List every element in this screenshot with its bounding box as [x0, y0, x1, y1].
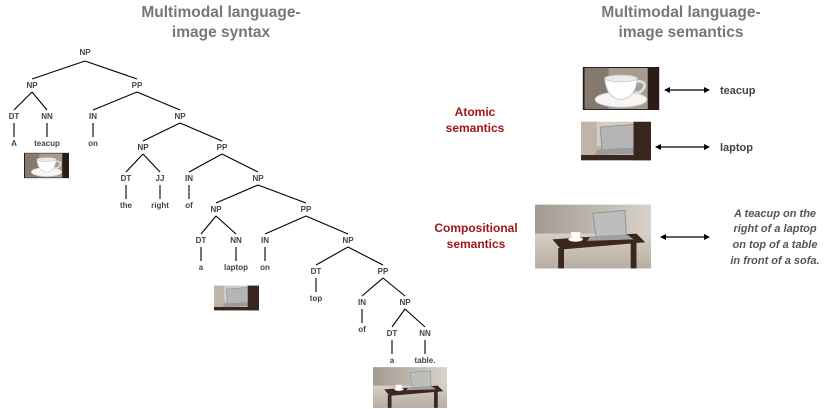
tree-word: right	[151, 201, 169, 210]
tree-node: PP	[378, 267, 389, 276]
tree-node: DT	[387, 329, 398, 338]
tree-word: teacup	[34, 139, 60, 148]
compositional-semantics-label-line-2: semantics	[447, 237, 506, 251]
tree-node: PP	[217, 143, 228, 152]
sentence-words: A teacup on the right of a laptop on top…	[11, 139, 435, 365]
right-title-line-1: Multimodal language-	[601, 4, 760, 21]
double-arrow-icon	[655, 144, 710, 150]
double-arrow-icon	[660, 234, 710, 240]
tree-node: NP	[174, 112, 186, 121]
atomic-item-laptop: laptop	[720, 142, 753, 154]
tree-word: top	[310, 294, 323, 303]
tree-word: a	[199, 263, 204, 272]
left-title-line-2: image syntax	[172, 24, 271, 41]
tree-node: DT	[196, 236, 207, 245]
tree-node: NP	[79, 48, 91, 57]
compositional-description-line-4: in front of a sofa.	[730, 255, 819, 267]
left-title-line-1: Multimodal language-	[141, 4, 300, 21]
scene-photo	[535, 203, 651, 270]
right-title-line-2: image semantics	[619, 24, 744, 41]
tree-node: NP	[26, 81, 38, 90]
atomic-item-teacup: teacup	[720, 85, 756, 97]
tree-node: IN	[185, 174, 193, 183]
parse-tree-edges	[13, 60, 426, 354]
compositional-description-line-1: A teacup on the	[733, 208, 816, 220]
tree-node: DT	[9, 112, 20, 121]
double-arrow-icon	[664, 87, 710, 93]
tree-node: DT	[121, 174, 132, 183]
atomic-semantics-label-line-2: semantics	[446, 121, 505, 135]
compositional-description-line-3: on top of a table	[733, 239, 818, 251]
tree-node: NP	[342, 236, 354, 245]
tree-node: PP	[301, 205, 312, 214]
parse-tree-nodes: NP NP PP DT NN IN NP NP PP DT JJ IN NP N…	[9, 48, 431, 338]
compositional-semantics-label-line-1: Compositional	[434, 221, 517, 235]
scene-thumbnail	[373, 367, 447, 408]
teacup-photo	[581, 67, 661, 110]
tree-word: laptop	[224, 263, 248, 272]
tree-node: NN	[41, 112, 53, 121]
tree-node: NN	[230, 236, 242, 245]
tree-node: JJ	[156, 174, 165, 183]
tree-word: a	[390, 356, 395, 365]
teacup-thumbnail	[24, 151, 69, 180]
atomic-semantics-label-line-1: Atomic	[455, 105, 496, 119]
tree-word: of	[185, 201, 193, 210]
tree-word: the	[120, 201, 133, 210]
tree-node: NN	[419, 329, 431, 338]
tree-word: A	[11, 139, 17, 148]
tree-node: IN	[89, 112, 97, 121]
tree-word: on	[260, 263, 270, 272]
laptop-thumbnail	[214, 285, 259, 311]
compositional-description-line-2: right of a laptop	[733, 223, 816, 235]
tree-node: PP	[132, 81, 143, 90]
tree-node: NP	[252, 174, 264, 183]
tree-node: NP	[399, 298, 411, 307]
tree-node: IN	[358, 298, 366, 307]
tree-word: on	[88, 139, 98, 148]
tree-node: NP	[210, 205, 222, 214]
tree-word: of	[358, 325, 366, 334]
laptop-photo	[581, 121, 651, 161]
tree-word: table.	[415, 356, 436, 365]
tree-node: DT	[311, 267, 322, 276]
tree-node: IN	[261, 236, 269, 245]
tree-node: NP	[137, 143, 149, 152]
